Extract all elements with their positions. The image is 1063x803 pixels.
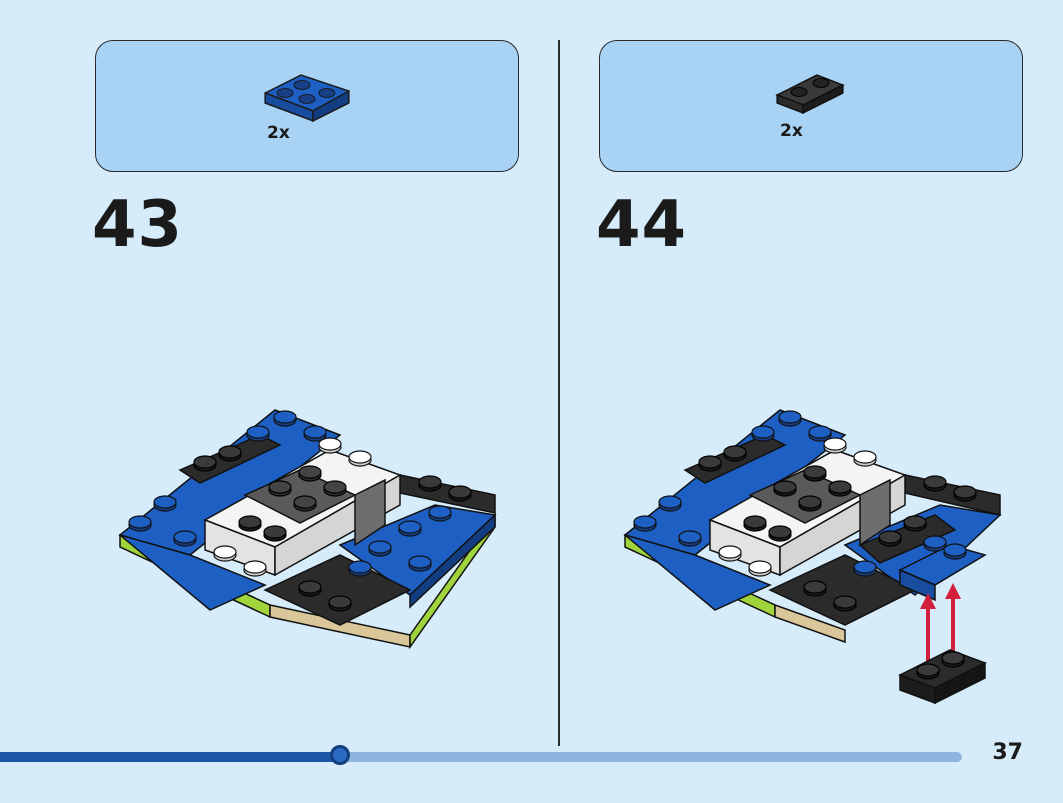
blue-corner-plate-icon	[264, 74, 350, 123]
step-divider	[558, 40, 560, 746]
parts-callout-step-44: 2x	[599, 40, 1023, 172]
step-number: 43	[92, 188, 184, 262]
step-number: 44	[596, 188, 688, 262]
arrow-up-icon	[920, 583, 961, 665]
part-quantity: 2x	[267, 123, 290, 143]
page-number: 37	[992, 740, 1023, 765]
part-quantity: 2x	[780, 121, 803, 141]
parts-callout-step-43: 2x	[95, 40, 519, 172]
model-illustration-step-43	[118, 409, 497, 650]
black-plate-icon	[775, 74, 845, 115]
model-illustration-step-44	[623, 409, 1002, 705]
progress-knob[interactable]	[329, 745, 350, 765]
progress-fill	[0, 752, 340, 762]
progress-track	[0, 752, 962, 762]
